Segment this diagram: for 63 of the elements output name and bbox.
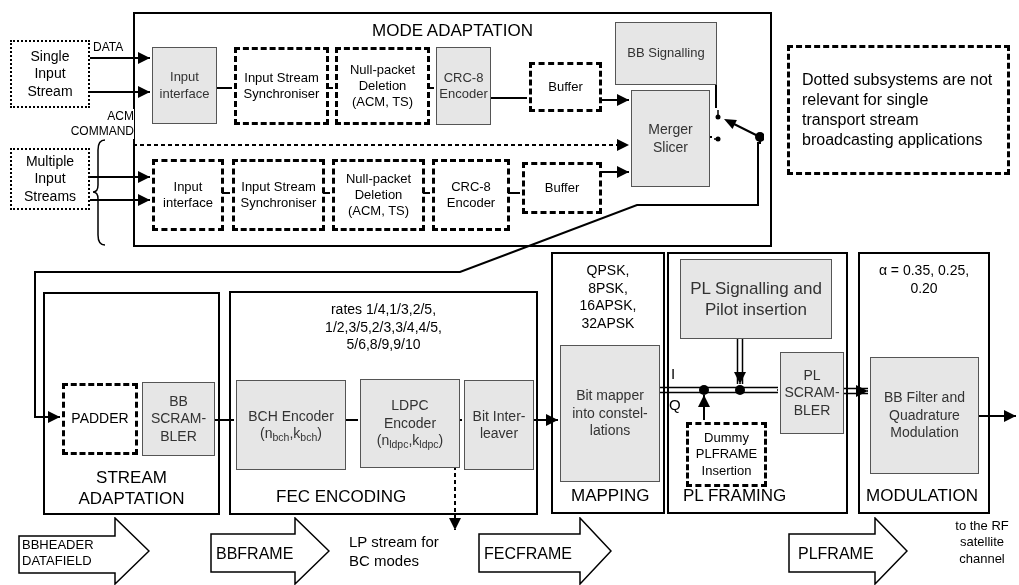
process-block: BB SCRAM- BLER <box>142 382 215 456</box>
parameter-note: α = 0.35, 0.25, 0.20 <box>877 262 971 297</box>
input-source-box: Multiple Input Streams <box>10 148 90 210</box>
process-block: BB Filter and Quadrature Modulation <box>870 357 979 474</box>
process-block: BB Signalling <box>615 22 717 85</box>
stage-panel <box>229 291 538 515</box>
connector-line <box>507 192 521 194</box>
stage-title: STREAM ADAPTATION <box>77 466 186 509</box>
optional-block: Buffer <box>522 162 602 214</box>
stage-title: PL FRAMING <box>683 484 787 507</box>
parameter-note: rates 1/4,1/3,2/5, 1/2,3/5,2/3,3/4,4/5, 5/6,8/9,9/10 <box>324 301 443 354</box>
stage-panel <box>667 252 848 514</box>
stage-title: MAPPING <box>571 484 650 507</box>
arrow <box>599 166 630 178</box>
optional-block: Null-packet Deletion (ACM, TS) <box>332 159 425 231</box>
stage-title: MODULATION <box>866 484 979 507</box>
stage-panel <box>551 252 665 514</box>
optional-block: Buffer <box>529 62 602 112</box>
process-block: Bit mapper into constel- lations <box>560 345 660 482</box>
arrow <box>89 194 151 206</box>
process-block: Merger Slicer <box>631 90 710 187</box>
stage-title: MODE ADAPTATION <box>371 20 534 42</box>
frame-label: BBFRAME <box>216 544 295 564</box>
arrow <box>34 141 759 423</box>
signal-label: to the RF satellite channel <box>954 518 1010 567</box>
arrow <box>89 171 151 183</box>
arrow <box>89 86 151 98</box>
process-block: PL SCRAM- BLER <box>780 352 844 434</box>
stage-panel <box>133 12 772 247</box>
frame-label: PLFRAME <box>798 544 875 564</box>
signal-label: Q <box>669 395 681 415</box>
output-note: LP stream for BC modes <box>345 530 467 574</box>
stage-panel <box>43 292 220 515</box>
stage-panel <box>858 252 990 514</box>
arrow <box>599 94 630 106</box>
connector-line <box>422 192 431 194</box>
optional-block: Input Stream Synchroniser <box>232 159 325 231</box>
arrow <box>698 394 710 421</box>
process-block: Input interface <box>152 47 217 124</box>
optional-block: Input Stream Synchroniser <box>234 47 329 125</box>
optional-block: CRC-8 Encoder <box>432 159 510 231</box>
input-source-box: Single Input Stream <box>10 40 90 108</box>
process-block: PL Signalling and Pilot insertion <box>680 259 832 339</box>
connector-line <box>221 192 231 194</box>
optional-block: Input interface <box>152 159 224 231</box>
process-block: LDPC Encoder (n$_{ldpc}$,k$_{ldpc}$) <box>360 379 460 468</box>
connector-line <box>322 192 331 194</box>
optional-block: Null-packet Deletion (ACM, TS) <box>335 47 430 125</box>
parameter-note: QPSK, 8PSK, 16APSK, 32APSK <box>578 262 638 332</box>
note-box: Dotted subsystems are not relevant for single transport stream broadcasting applications <box>787 45 1010 175</box>
frame-label: FECFRAME <box>484 544 573 564</box>
connector-line <box>326 87 334 89</box>
signal-label: I <box>671 364 676 384</box>
optional-block: PADDER <box>62 383 138 455</box>
process-block: BCH Encoder (n$_{bch}$,k$_{bch}$) <box>236 380 346 470</box>
process-block: Bit Inter- leaver <box>464 380 534 470</box>
connector-line <box>427 87 435 89</box>
process-block: CRC-8 Encoder <box>436 47 491 125</box>
arrow <box>132 139 630 151</box>
stage-title: FEC ENCODING <box>276 485 407 508</box>
arrow <box>89 52 151 64</box>
frame-label: BBHEADER DATAFIELD <box>22 537 95 569</box>
optional-block: Dummy PLFRAME Insertion <box>686 422 767 487</box>
